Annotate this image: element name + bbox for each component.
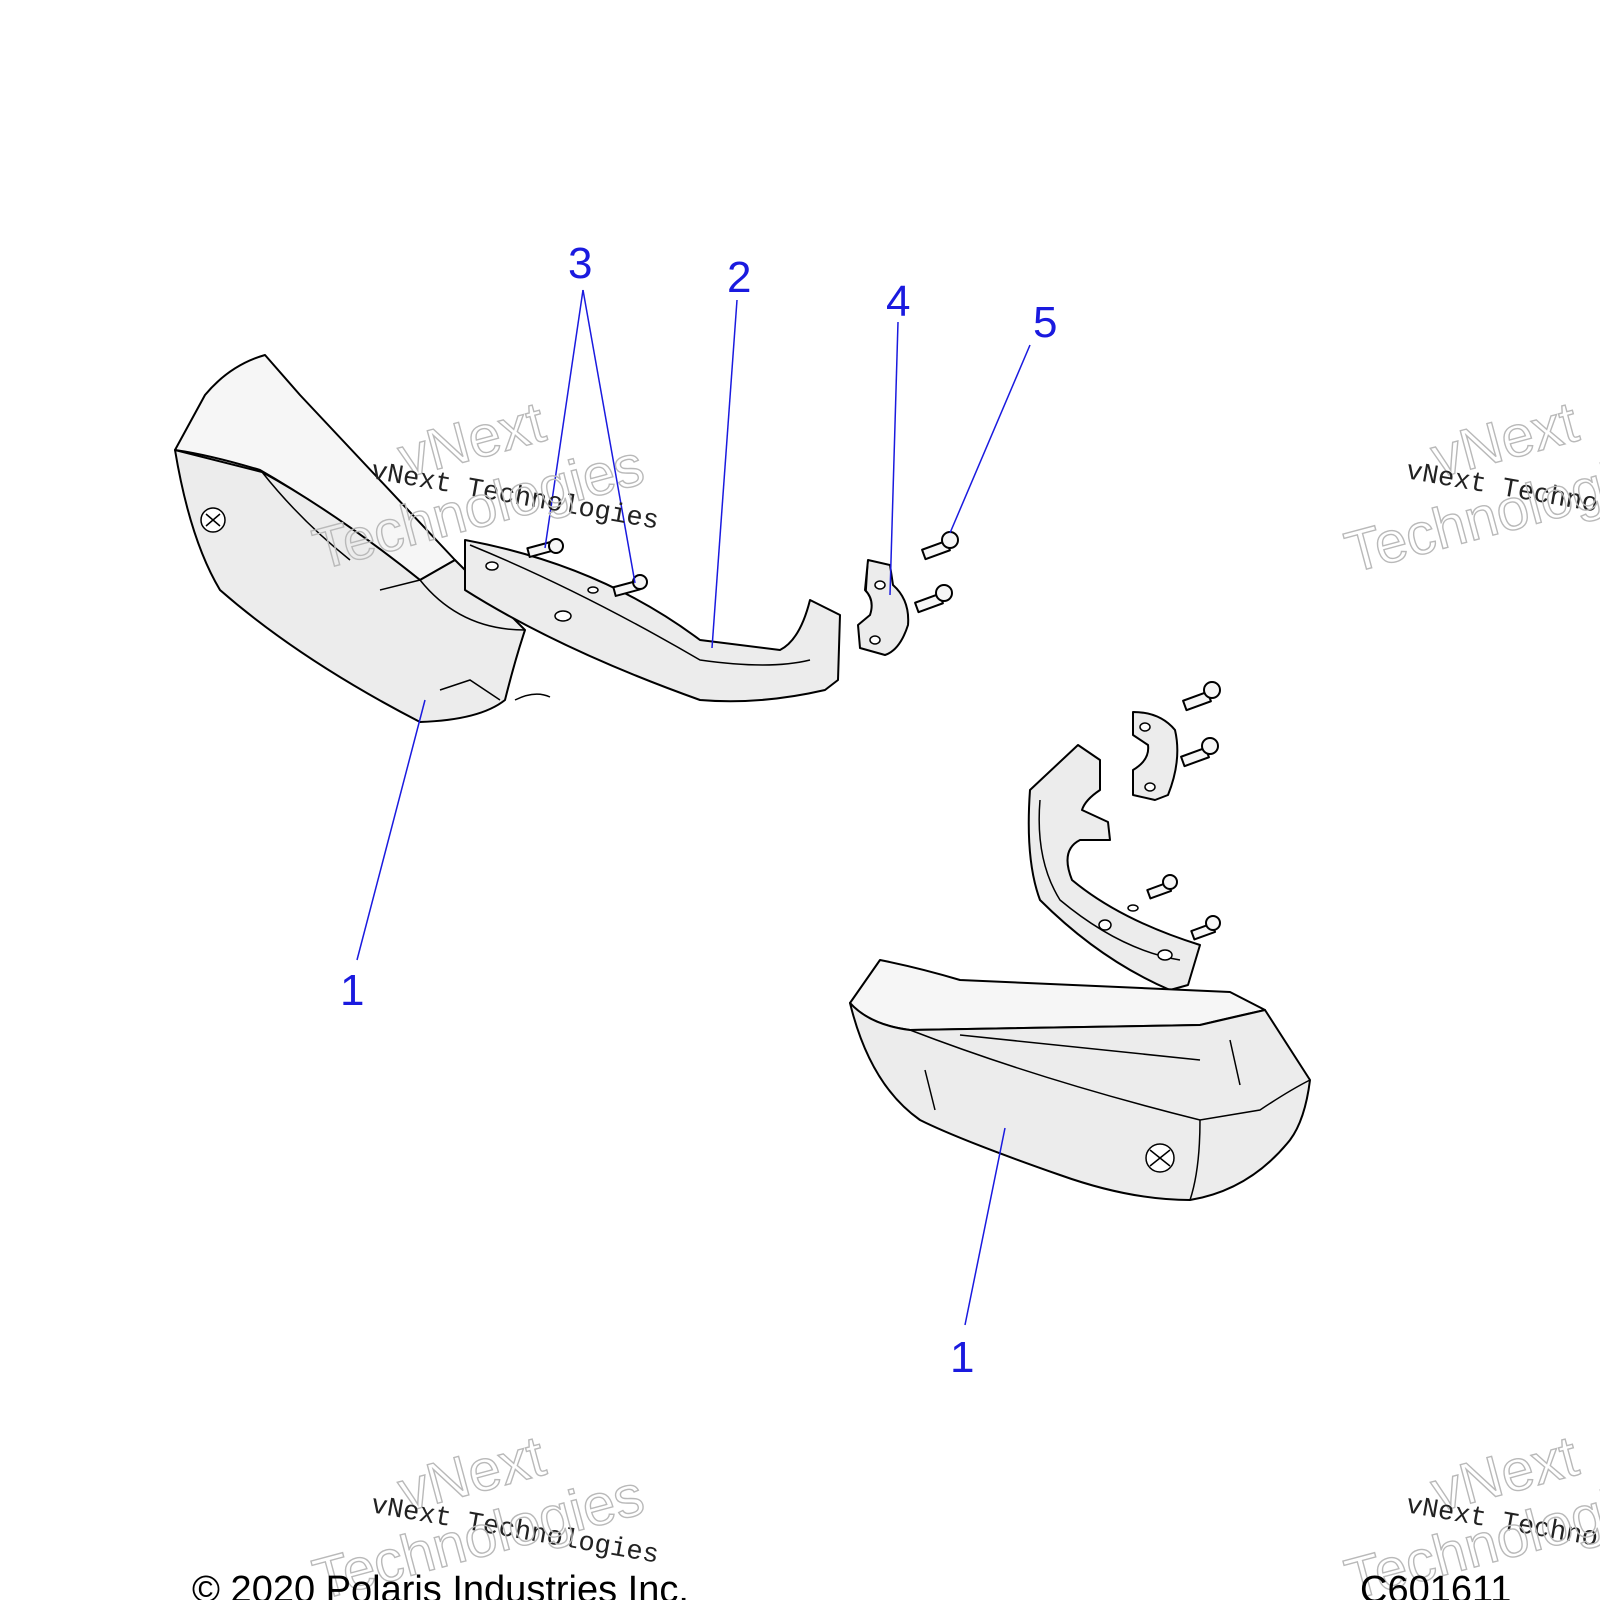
leader-5 [949, 344, 1031, 534]
screw-5b [914, 584, 953, 614]
right-bracket-screws-lower [1146, 874, 1221, 941]
copyright-text: © 2020 Polaris Industries Inc. [192, 1569, 689, 1600]
leader-lines [356, 289, 1031, 1326]
left-handguard [174, 354, 551, 723]
clamp-screws [914, 531, 959, 614]
callout-1-right: 1 [950, 1333, 974, 1382]
leader-1b [964, 1127, 1006, 1326]
left-clamp [857, 559, 910, 656]
left-bracket [464, 539, 841, 703]
leader-2 [711, 299, 738, 649]
callout-3: 3 [568, 239, 592, 288]
leader-1a [356, 699, 426, 961]
callout-1-left: 1 [340, 966, 364, 1015]
leader-3b [582, 289, 636, 584]
screw-3b [612, 574, 648, 597]
right-clamp [1132, 711, 1179, 801]
watermark-top-left: vNext vNext Technologies Technologies [306, 389, 661, 584]
figure-id: C601611 [1360, 1569, 1511, 1600]
callout-5: 5 [1033, 298, 1057, 347]
leader-3a [544, 289, 584, 549]
screw-5a [921, 531, 959, 561]
callout-2: 2 [727, 253, 751, 302]
watermark-top-right: vNext vNext Technologies Technologies [1338, 389, 1600, 587]
callout-4: 4 [886, 277, 910, 326]
left-bracket-screws [526, 538, 648, 597]
right-bracket [1027, 744, 1201, 991]
right-bracket-screws-upper [1180, 681, 1221, 768]
leader-4 [889, 321, 899, 596]
screw-3a [526, 538, 564, 558]
right-handguard [849, 959, 1311, 1201]
